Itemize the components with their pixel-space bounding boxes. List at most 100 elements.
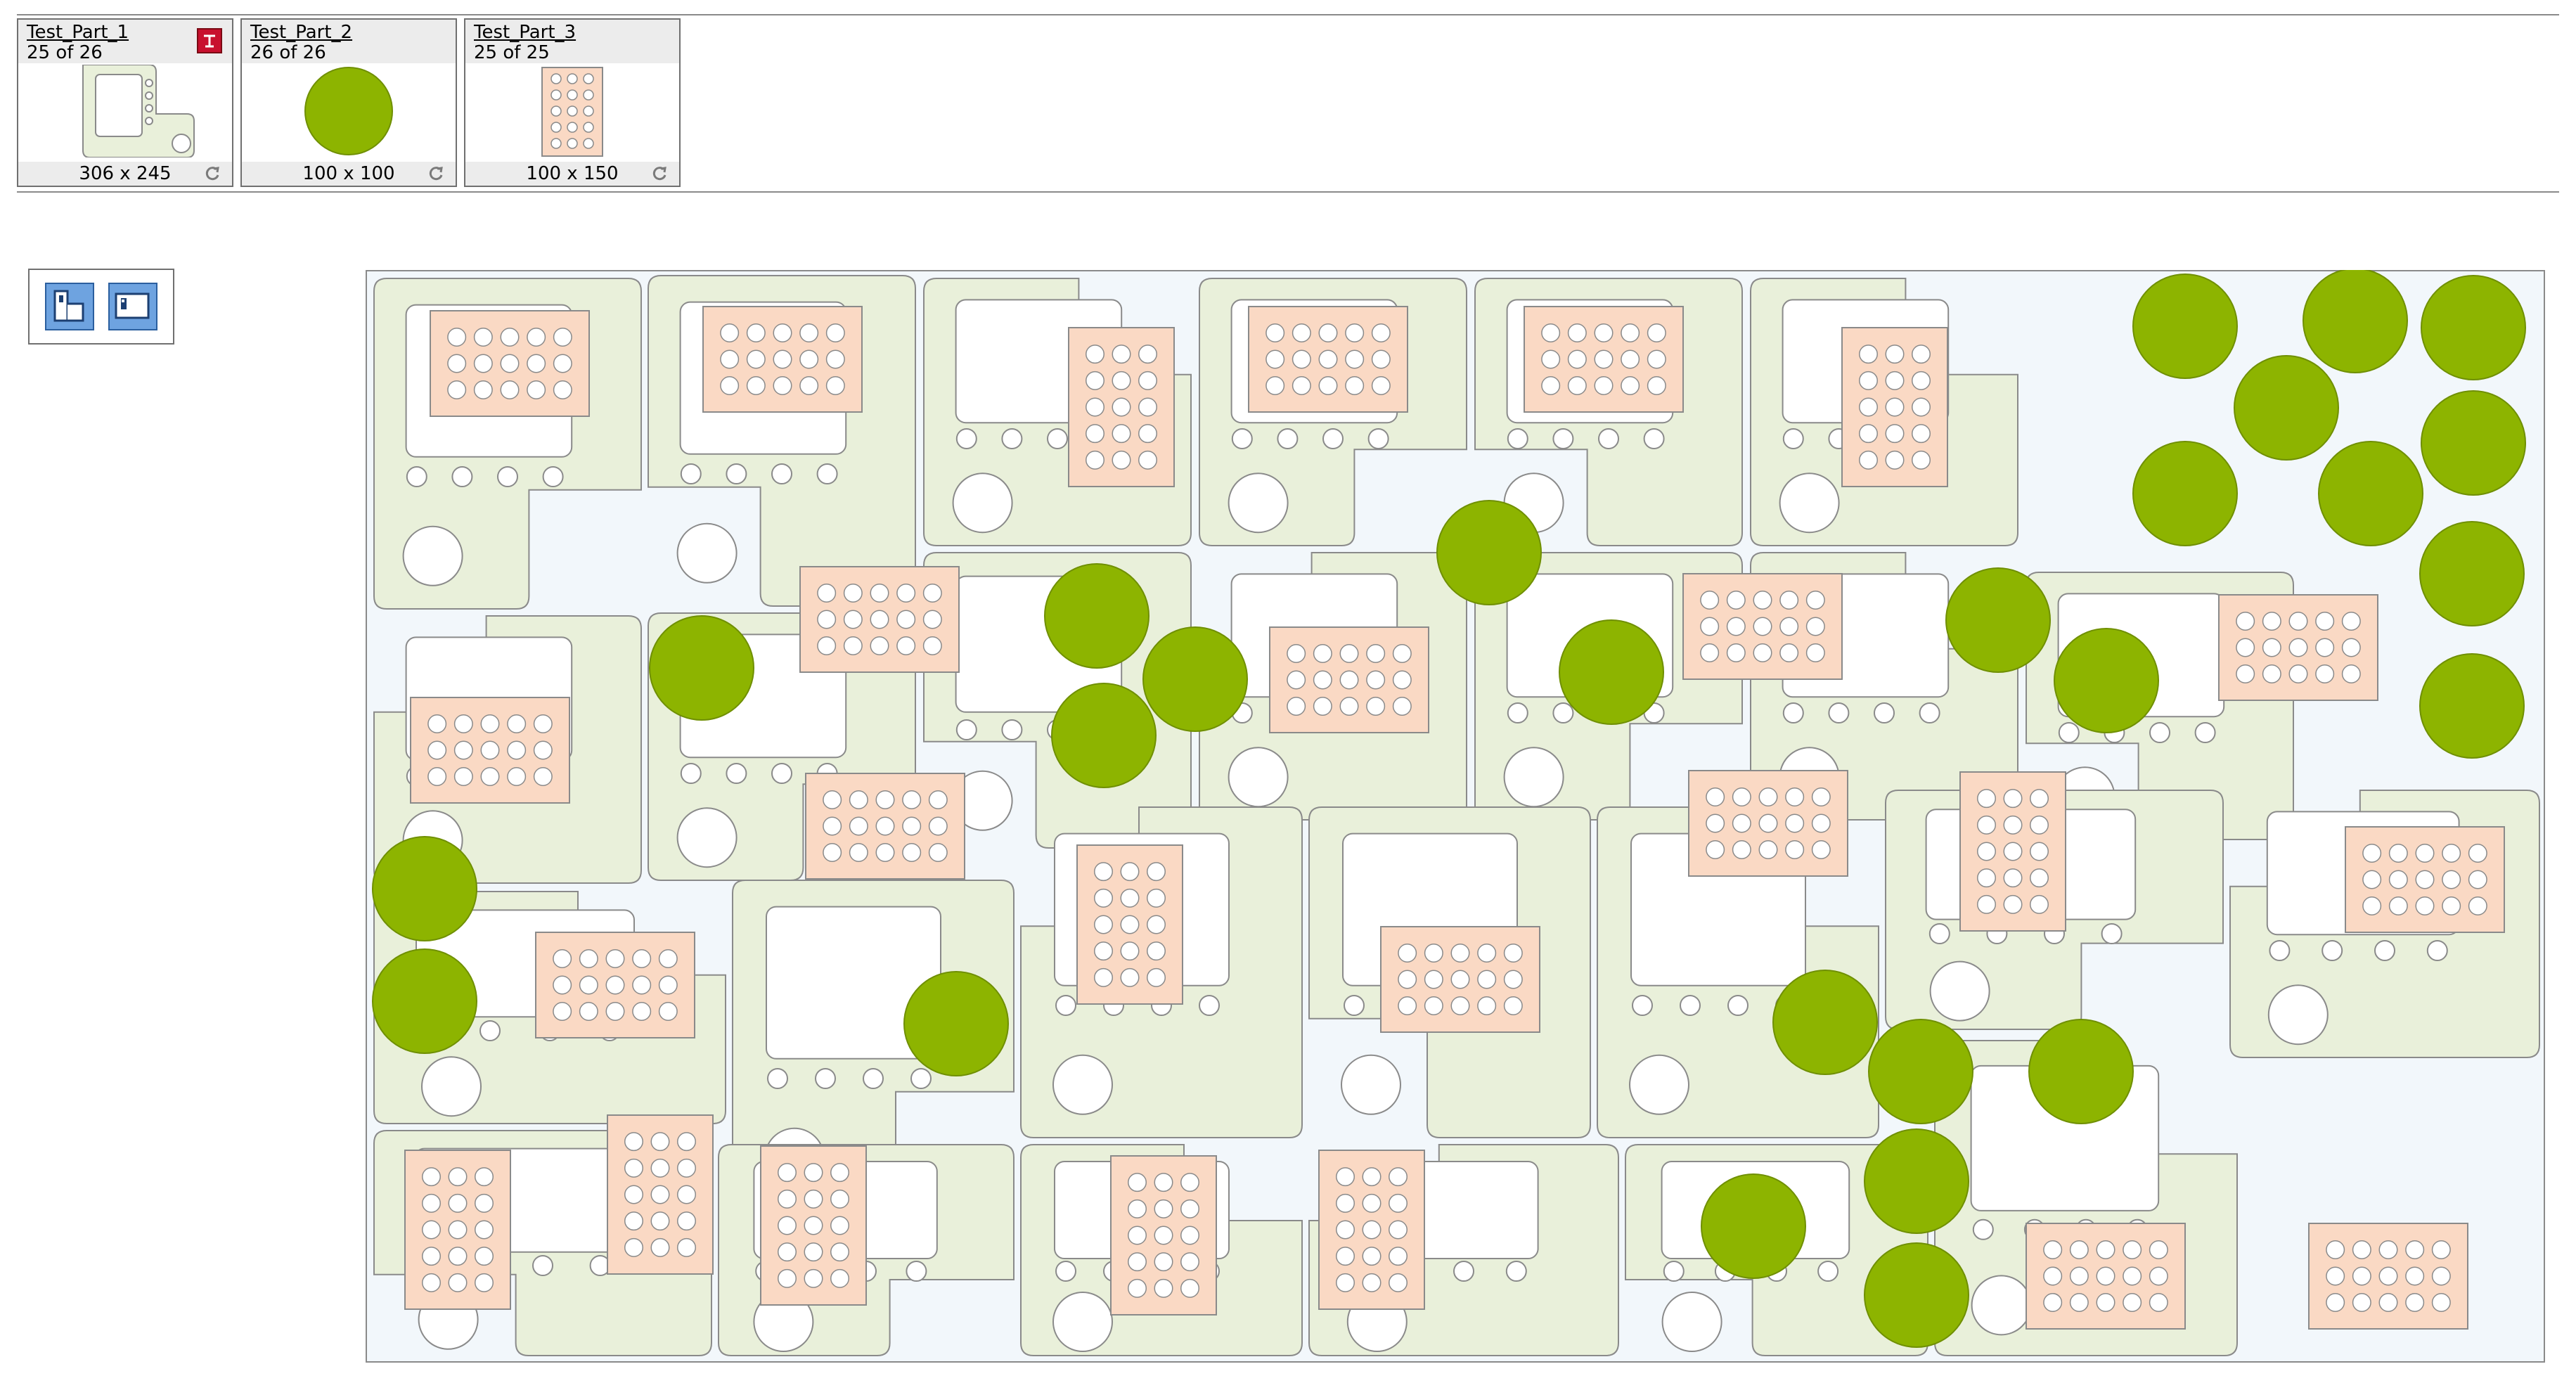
part-card-2[interactable]: Test_Part_2 26 of 26 100 x 100 (240, 18, 457, 187)
delete-icon[interactable] (197, 28, 222, 53)
part-1-hole (2269, 940, 2291, 961)
part-3-hole (1424, 944, 1443, 963)
part-1-hole (815, 1068, 836, 1089)
nested-part-2 (2318, 441, 2423, 546)
refresh-icon[interactable] (651, 165, 668, 182)
part-3-hole (830, 1242, 849, 1262)
part-3-hole (1785, 787, 1805, 806)
part-1-hole (1453, 1261, 1474, 1282)
part-3-hole (422, 1220, 441, 1240)
part-3-hole (1266, 376, 1285, 395)
part-3-hole (422, 1273, 441, 1292)
nested-part-2 (372, 836, 477, 941)
refresh-icon[interactable] (427, 165, 444, 182)
part-3-hole (1477, 996, 1497, 1015)
part-card-3[interactable]: Test_Part_3 25 of 25 100 x 150 (464, 18, 681, 187)
part-1-hole (1507, 428, 1528, 449)
part-3-hole (579, 975, 598, 995)
part-3-hole (1621, 376, 1640, 395)
nested-part-2 (649, 615, 754, 721)
nest-layout-button[interactable] (45, 283, 94, 330)
view-toolbox (28, 269, 174, 345)
part-3-hole (1859, 371, 1878, 390)
part-name[interactable]: Test_Part_3 (474, 22, 577, 43)
part-1-hole (1047, 428, 1068, 449)
refresh-icon[interactable] (204, 165, 221, 182)
part-3-hole (1339, 644, 1359, 663)
part-3-hole (1362, 1167, 1382, 1187)
part-1-hole (771, 463, 792, 484)
part-3-hole (2003, 894, 2023, 914)
part-3-hole (2341, 638, 2361, 657)
part-3-hole (720, 323, 740, 342)
part-3-hole (650, 1132, 670, 1152)
part-3-hole (1753, 591, 1772, 610)
part-3-hole (928, 816, 948, 836)
part-3-hole (1147, 967, 1166, 987)
part-3-hole (1621, 323, 1640, 342)
part-3-hole (1120, 915, 1140, 934)
part-3-hole (1128, 1173, 1147, 1192)
part-3-hole (1154, 1226, 1173, 1245)
part-3-hole (1912, 424, 1931, 444)
part-3-hole (422, 1167, 441, 1187)
nested-part-2 (2132, 274, 2238, 379)
part-3-hole (1779, 643, 1799, 662)
part-1-hole (1782, 702, 1804, 723)
part-3-hole (1912, 345, 1931, 364)
part-3-hole (1128, 1226, 1147, 1245)
part-3-hole (1138, 424, 1157, 444)
nested-part-2 (2303, 268, 2408, 373)
part-3-hole (804, 1268, 823, 1288)
part-3-hole (480, 767, 500, 786)
part-size: 100 x 100 (302, 163, 395, 184)
part-3-hole (1336, 1247, 1355, 1266)
part-3-hole (1389, 1167, 1408, 1187)
part-3-hole (2388, 896, 2408, 915)
part-1-large-hole (1341, 1054, 1401, 1115)
nesting-sheet[interactable] (366, 268, 2545, 1363)
part-3-hole (1885, 424, 1905, 444)
part-1-hole (1663, 1261, 1685, 1282)
part-3-hole (2069, 1293, 2089, 1312)
part-3-hole (823, 843, 842, 862)
nested-part-2 (2132, 441, 2238, 546)
part-3-hole (2149, 1240, 2168, 1259)
part-3-hole (453, 714, 473, 733)
part-3-hole (1398, 996, 1417, 1015)
part-1-large-hole (2267, 984, 2329, 1046)
nested-part-3 (805, 773, 965, 880)
part-card-1[interactable]: Test_Part_1 25 of 26 306 x 245 (17, 18, 233, 187)
part-3-hole (453, 767, 473, 786)
part-1-hole (1928, 923, 1950, 944)
part-3-hole (1336, 1167, 1355, 1187)
part-3-hole (507, 714, 527, 733)
part-3-hole (2415, 870, 2435, 889)
part-3-hole (875, 843, 895, 862)
part-size: 306 x 245 (79, 163, 172, 184)
sheet-view-button[interactable] (108, 283, 157, 330)
part-3-hole (1266, 323, 1285, 342)
part-3-hole (746, 376, 766, 395)
part-3-hole (527, 328, 546, 347)
nested-part-2 (2421, 275, 2526, 380)
part-3-hole (825, 376, 845, 395)
part-3-hole (1112, 424, 1131, 444)
part-3-hole (480, 714, 500, 733)
part-3-hole (1128, 1199, 1147, 1218)
part-3-hole (527, 380, 546, 399)
part-3-hole (799, 376, 819, 395)
part-3-hole (533, 740, 553, 760)
part-3-hole (624, 1132, 643, 1152)
part-3-hole (475, 1167, 494, 1187)
part-name[interactable]: Test_Part_2 (250, 22, 353, 43)
part-1-hole (1598, 428, 1619, 449)
part-3-hole (1885, 397, 1905, 417)
part-3-hole (1753, 643, 1772, 662)
part-3-hole (553, 328, 572, 347)
part-3-hole (475, 1220, 494, 1240)
part-3-hole (830, 1163, 849, 1183)
part-name[interactable]: Test_Part_1 (27, 22, 129, 43)
part-1-hole (1001, 428, 1023, 449)
part-3-hole (1112, 371, 1131, 390)
